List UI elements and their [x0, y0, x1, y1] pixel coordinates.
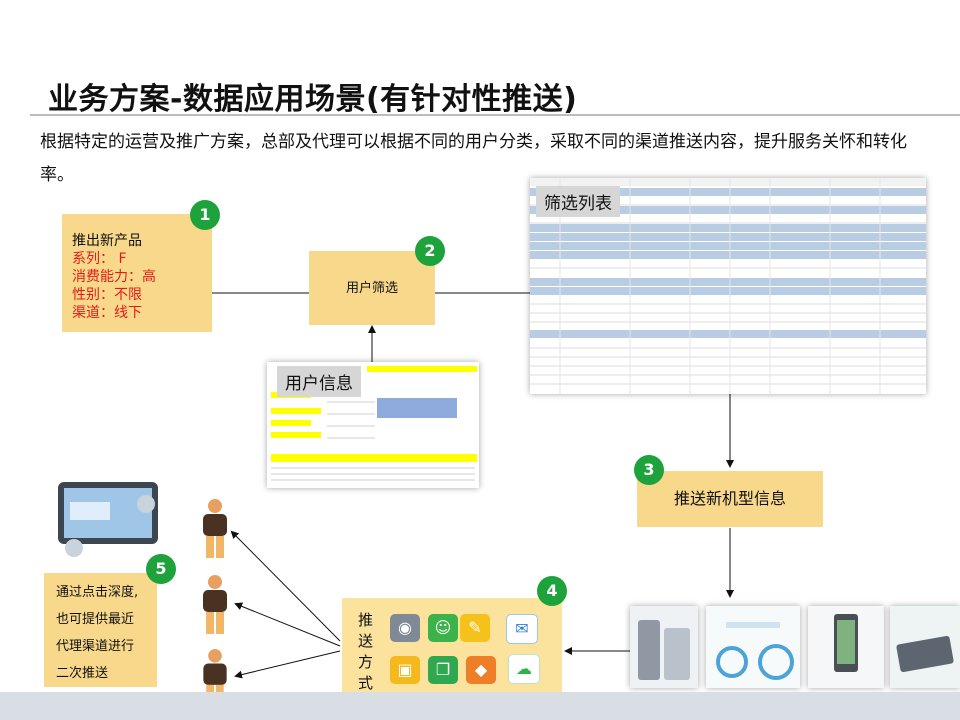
push-method-box: 推送方式 ◉ ☺ ✎ ✉ ▣ ❐ ◆ ☁ [342, 598, 562, 702]
tablet-icon [58, 482, 158, 557]
note-line-4: 二次推送 [56, 666, 109, 681]
mail-icon: ✉ [506, 614, 538, 644]
product-channel: 渠道：线下 [72, 305, 142, 321]
filter-list-label: 筛选列表 [536, 186, 620, 217]
note-line-3: 代理渠道进行 [56, 639, 135, 654]
user-info-sheet-graphic [271, 366, 477, 481]
filter-list-table: 筛选列表 [530, 178, 926, 394]
push-new-model-box: 推送新机型信息 [637, 471, 823, 527]
note-line-1: 通过点击深度, [56, 585, 139, 600]
step-3-badge: 3 [634, 455, 664, 485]
page-title: 业务方案-数据应用场景(有针对性推送) [48, 82, 578, 117]
product-gender: 性别：不限 [72, 287, 142, 303]
promo-image-1 [630, 606, 698, 688]
gamepad-icon: ◉ [390, 614, 420, 642]
new-product-heading: 推出新产品 [72, 233, 142, 249]
product-series: 系列： F [72, 251, 127, 267]
promo-image-2 [706, 606, 800, 688]
intro-text: 根据特定的运营及推广方案，总部及代理可以根据不同的用户分类，采取不同的渠道推送内… [40, 132, 907, 185]
people-app-icon: ☺ [428, 614, 458, 642]
orange-app-icon: ◆ [466, 656, 496, 684]
tablet-touch-image [48, 478, 166, 560]
secondary-push-note: 通过点击深度, 也可提供最近 代理渠道进行 二次推送 [44, 573, 157, 687]
user-filter-box: 用户筛选 [309, 251, 435, 325]
person-icon [203, 499, 227, 558]
person-icon [203, 575, 227, 634]
filter-list-graphic [530, 178, 926, 394]
clip-app-icon: ❐ [428, 656, 458, 684]
step-1-badge: 1 [190, 200, 220, 230]
user-info-label: 用户信息 [277, 366, 361, 397]
promo-image-3 [808, 606, 884, 688]
push-method-label: 推送方式 [358, 611, 374, 692]
step-4-badge: 4 [537, 576, 567, 606]
note-line-2: 也可提供最近 [56, 612, 135, 627]
footer-bar [0, 692, 960, 720]
step-5-badge: 5 [146, 554, 176, 584]
paint-icon: ✎ [460, 614, 490, 642]
user-info-sheet: 用户信息 [267, 362, 479, 488]
wechat-icon: ☁ [508, 654, 540, 684]
product-spending: 消费能力：高 [72, 269, 156, 285]
new-product-card: 推出新产品 系列： F 消费能力：高 性别：不限 渠道：线下 [62, 214, 212, 332]
box-app-icon: ▣ [390, 656, 420, 684]
step-2-badge: 2 [415, 236, 445, 266]
promo-image-4 [890, 606, 960, 688]
title-divider [30, 114, 960, 116]
